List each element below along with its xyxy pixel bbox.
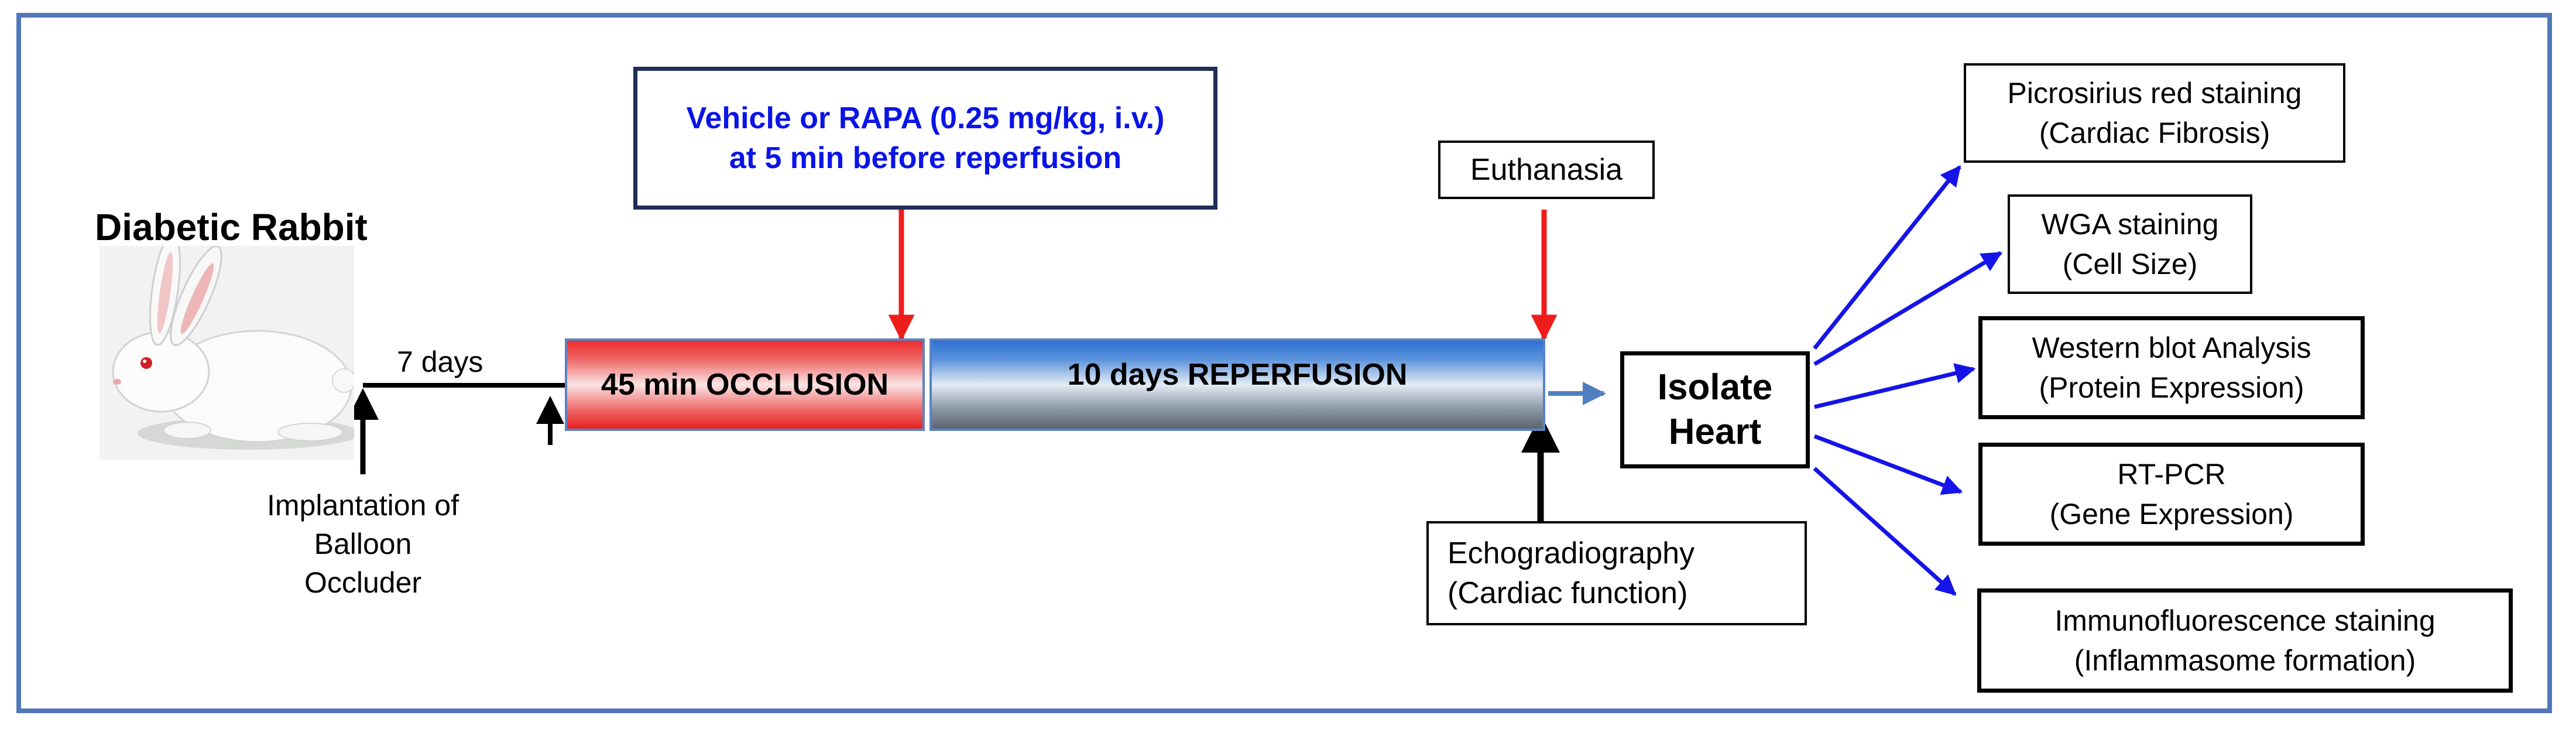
euthanasia-label: Euthanasia — [1470, 152, 1623, 187]
figure-frame — [16, 13, 2552, 713]
isolate-heart-box: Isolate Heart — [1620, 351, 1810, 468]
analysis-4-line-1: RT-PCR — [2117, 458, 2226, 491]
occlusion-bar: 45 min OCCLUSION — [565, 338, 925, 431]
analysis-2-line-1: WGA staining — [2041, 208, 2219, 241]
rabbit-title: Diabetic Rabbit — [95, 206, 368, 248]
reperfusion-bar: 10 days REPERFUSION — [929, 338, 1545, 431]
isolate-line-2: Heart — [1668, 412, 1762, 452]
rabbit-photo-icon — [100, 234, 360, 460]
echo-box: Echogradiography (Cardiac function) — [1426, 521, 1807, 625]
reperfusion-label: 10 days REPERFUSION — [1067, 358, 1408, 392]
analysis-5-line-1: Immunofluorescence staining — [2054, 604, 2436, 637]
implantation-label: Implantation of Balloon Occluder — [252, 486, 474, 602]
occlusion-label: 45 min OCCLUSION — [601, 368, 889, 402]
echo-line-2: (Cardiac function) — [1448, 576, 1688, 610]
treatment-box: Vehicle or RAPA (0.25 mg/kg, i.v.) at 5 … — [633, 67, 1217, 210]
euthanasia-box: Euthanasia — [1438, 141, 1655, 199]
treatment-line-1: Vehicle or RAPA (0.25 mg/kg, i.v.) — [686, 101, 1165, 135]
analysis-1-line-2: (Cardiac Fibrosis) — [2039, 117, 2270, 149]
analysis-box-5: Immunofluorescence staining (Inflammasom… — [1977, 588, 2513, 693]
implantation-line-2: Balloon — [314, 528, 412, 560]
analysis-1-line-1: Picrosirius red staining — [2007, 77, 2302, 109]
echo-line-1: Echogradiography — [1448, 536, 1695, 570]
analysis-box-4: RT-PCR (Gene Expression) — [1978, 443, 2365, 546]
analysis-2-line-2: (Cell Size) — [2062, 248, 2198, 280]
isolate-line-1: Isolate — [1657, 367, 1773, 408]
implantation-line-3: Occluder — [304, 566, 422, 599]
analysis-3-line-1: Western blot Analysis — [2032, 331, 2311, 364]
analysis-3-line-2: (Protein Expression) — [2039, 371, 2304, 404]
analysis-box-1: Picrosirius red staining (Cardiac Fibros… — [1964, 63, 2345, 163]
analysis-5-line-2: (Inflammasome formation) — [2074, 644, 2416, 677]
analysis-4-line-2: (Gene Expression) — [2049, 498, 2294, 530]
implantation-line-1: Implantation of — [267, 489, 459, 522]
interval-label: 7 days — [397, 345, 483, 378]
analysis-box-2: WGA staining (Cell Size) — [2008, 194, 2252, 294]
treatment-line-2: at 5 min before reperfusion — [729, 141, 1122, 175]
analysis-box-3: Western blot Analysis (Protein Expressio… — [1978, 316, 2365, 419]
